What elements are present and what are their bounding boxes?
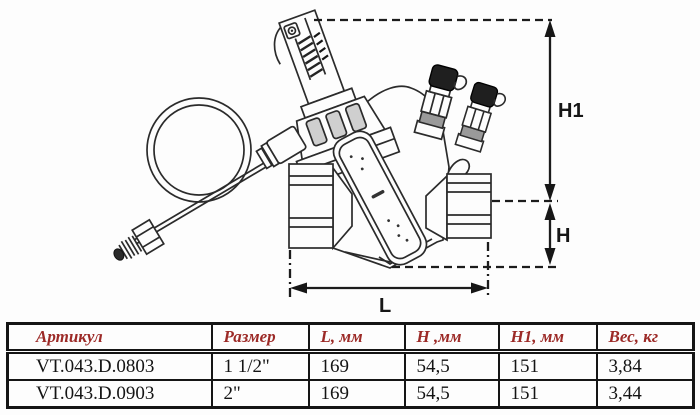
dimension-label-l: L [379, 295, 391, 316]
col-header-article: Артикул [6, 322, 213, 354]
cell-size: 2" [210, 379, 310, 409]
dimension-label-h1: H1 [558, 100, 584, 122]
cell-weight: 3,44 [595, 379, 695, 409]
union-nut-left [288, 163, 353, 251]
nameplate [332, 130, 428, 266]
cell-h1: 151 [497, 379, 598, 409]
col-header-h1-mm: H1, мм [497, 322, 598, 354]
scale-marks [313, 31, 329, 61]
spec-table-header-row: Артикул Размер L, мм H ,мм H1, мм Вес, к… [6, 322, 695, 354]
cell-size: 1 1/2" [210, 350, 310, 381]
cell-weight: 3,84 [595, 350, 695, 381]
cell-l: 169 [307, 379, 406, 409]
cell-h1: 151 [497, 350, 598, 381]
cell-article: VT.043.D.0803 [6, 350, 213, 381]
col-header-l-mm: L, мм [307, 322, 406, 354]
capillary-end-fitting [113, 218, 165, 261]
spring [297, 35, 324, 78]
col-header-weight: Вес, кг [595, 322, 695, 354]
col-header-size: Размер [210, 322, 310, 354]
cell-article: VT.043.D.0903 [6, 379, 213, 409]
table-row: VT.043.D.0903 2" 169 54,5 151 3,44 [6, 379, 695, 409]
col-header-h-mm: H ,мм [403, 322, 500, 354]
capillary-coil [146, 97, 252, 203]
test-port-front [413, 64, 468, 141]
test-port-rear [454, 81, 506, 153]
spec-table: Артикул Размер L, мм H ,мм H1, мм Вес, к… [6, 322, 695, 409]
table-row: VT.043.D.0803 1 1/2" 169 54,5 151 3,84 [6, 350, 695, 381]
cell-l: 169 [307, 350, 406, 381]
valve-technical-drawing: H1 H L [113, 9, 584, 316]
capillary-valve-fitting [255, 125, 307, 170]
cell-h: 54,5 [403, 350, 500, 381]
union-nut-right [425, 158, 492, 242]
dimension-label-h: H [556, 225, 570, 247]
cell-h: 54,5 [403, 379, 500, 409]
dimension-lines [288, 18, 558, 299]
